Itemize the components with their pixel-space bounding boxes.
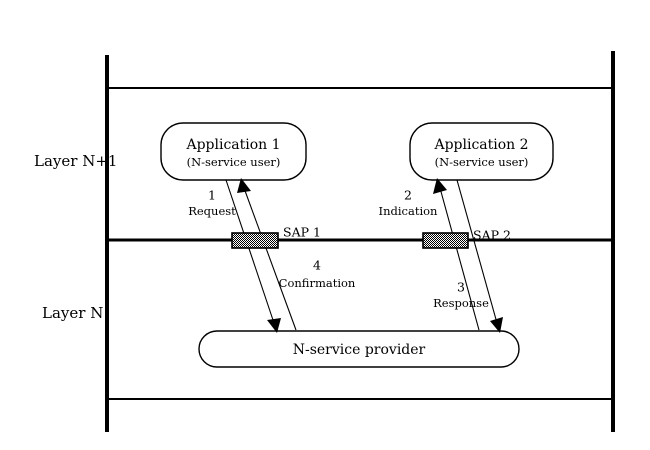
application-1-box [160, 122, 307, 181]
n-service-provider-box [198, 330, 520, 368]
n-service-provider-title: N-service provider [293, 342, 426, 358]
confirmation-arrowhead [237, 178, 251, 193]
sap-2-box [422, 232, 469, 249]
primitive-arrow-indication [433, 178, 480, 331]
application-2-box [409, 122, 554, 181]
sap-1-label: SAP 1 [283, 225, 321, 240]
application-2-title: Application 2 [433, 137, 528, 153]
sap-2-group: SAP 2 [422, 228, 511, 249]
application-2-subtitle: (N-service user) [435, 155, 529, 169]
sap-1-box [231, 232, 279, 249]
request-line [225, 179, 275, 324]
request-label: Request [188, 204, 236, 218]
primitive-arrow-confirmation [237, 178, 297, 331]
request-arrowhead [267, 318, 281, 333]
response-line [456, 179, 498, 324]
application-2-node: Application 2 (N-service user) [409, 122, 554, 181]
application-1-subtitle: (N-service user) [187, 155, 281, 169]
frame-group [105, 51, 615, 432]
n-service-provider-node: N-service provider [198, 330, 520, 368]
application-1-title: Application 1 [185, 137, 280, 153]
confirmation-line [243, 187, 297, 331]
primitive-arrow-request [225, 179, 281, 333]
indication-arrowhead [433, 178, 447, 194]
indication-line [439, 187, 480, 331]
layer-label-n: Layer N [42, 304, 103, 322]
primitive-arrow-response [456, 179, 503, 333]
response-number: 3 [457, 280, 465, 295]
request-number: 1 [208, 188, 216, 203]
indication-number: 2 [404, 188, 412, 203]
layer-label-n-plus-1: Layer N+1 [34, 152, 117, 170]
sap-2-label: SAP 2 [473, 228, 511, 243]
sap-1-group: SAP 1 [231, 225, 321, 249]
indication-label: Indication [379, 204, 439, 218]
application-1-node: Application 1 (N-service user) [160, 122, 307, 181]
response-label: Response [433, 296, 489, 310]
confirmation-number: 4 [313, 258, 321, 273]
confirmation-label: Confirmation [279, 276, 356, 290]
response-arrowhead [490, 317, 503, 333]
